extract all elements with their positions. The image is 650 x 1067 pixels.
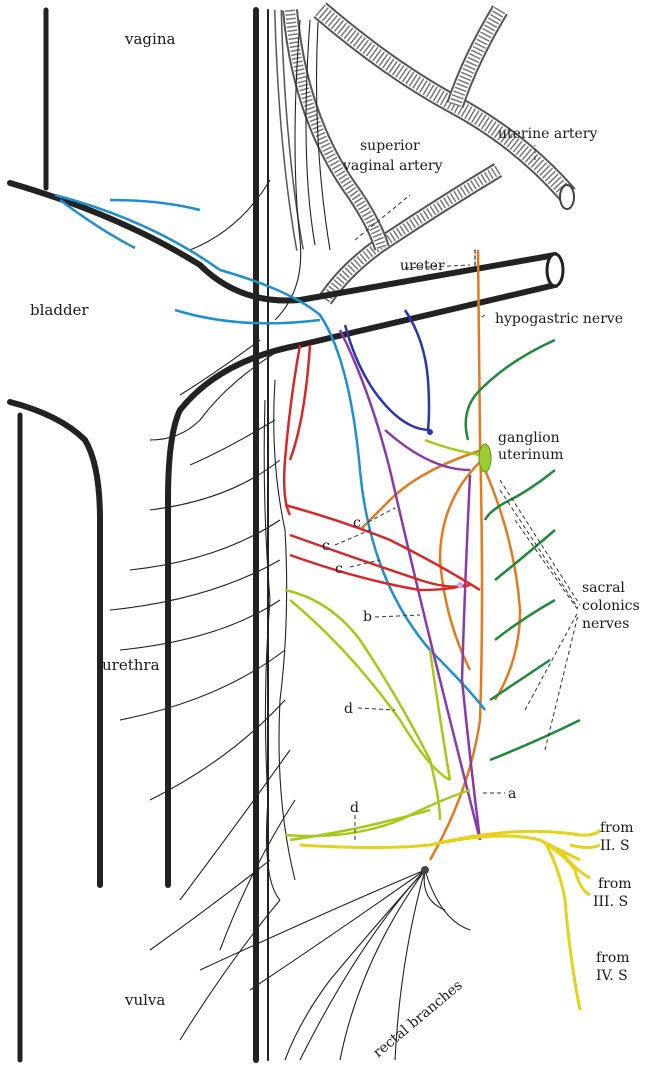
label-uterine-artery: uterine artery <box>498 126 597 142</box>
label-from-IV-1: from <box>596 950 630 966</box>
label-d2: d <box>350 800 359 816</box>
label-vulva: vulva <box>124 991 165 1009</box>
label-superior-1: superior <box>360 138 420 154</box>
label-urethra: urethra <box>102 656 160 674</box>
label-rectal-branches: rectal branches <box>370 977 465 1061</box>
label-a: a <box>508 786 516 802</box>
label-b: b <box>363 609 372 625</box>
label-ganglion-1: ganglion <box>498 430 560 446</box>
label-sacral-1: sacral <box>582 580 625 596</box>
label-sacral-2: colonics <box>582 598 640 614</box>
label-ureter: ureter <box>400 258 445 274</box>
label-from-II-1: from <box>600 820 634 836</box>
label-vagina: vagina <box>124 30 175 48</box>
hypogastric-nerve <box>360 250 520 860</box>
red-junction-dot <box>457 582 463 588</box>
navy-junction-dot <box>427 429 433 435</box>
label-from-III-1: from <box>598 876 632 892</box>
ganglion-uterinum-shape <box>479 444 491 472</box>
label-sacral-3: nerves <box>582 616 629 632</box>
label-c2: c <box>322 538 330 554</box>
label-from-III-2: III. S <box>593 894 628 910</box>
label-superior-2: vaginal artery <box>342 158 443 174</box>
label-c1: c <box>353 515 361 531</box>
label-from-IV-2: IV. S <box>596 968 628 984</box>
label-ganglion-2: uterinum <box>498 447 563 463</box>
label-d1: d <box>344 701 353 717</box>
label-bladder: bladder <box>30 301 89 319</box>
lime-nerves <box>285 440 480 840</box>
sacral-ganglion-dot <box>421 866 429 874</box>
label-hypogastric-nerve: hypogastric nerve <box>495 311 623 327</box>
label-c3: c <box>335 561 343 577</box>
label-from-II-2: II. S <box>600 838 630 854</box>
